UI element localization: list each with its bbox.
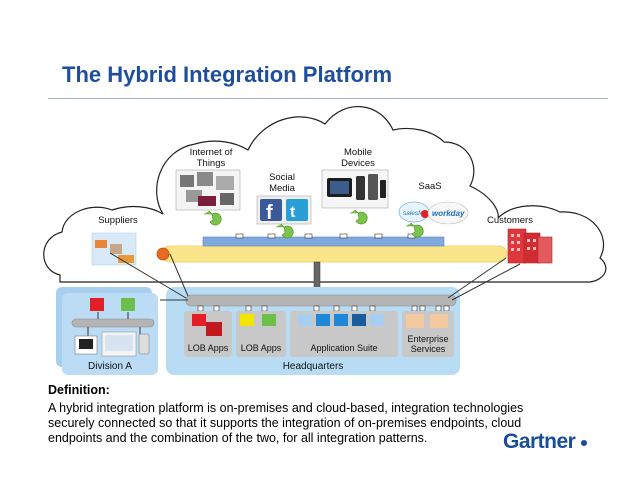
- cloud-integration-bus: [161, 245, 508, 263]
- customers-icon: [507, 228, 553, 264]
- social-label-line1: Social: [269, 172, 295, 183]
- definition-heading: Definition:: [48, 383, 110, 397]
- workday-logo-text: workday: [432, 209, 465, 218]
- cloud-service-bar: [202, 236, 445, 247]
- mobile-devices: [321, 169, 389, 209]
- lob2-green-node: [262, 314, 276, 326]
- lob-apps-label-2: LOB Apps: [240, 343, 282, 353]
- social-media-label: Social Media: [256, 172, 308, 194]
- gartner-logo: Gartner: [503, 430, 576, 453]
- lob1-red-node-a: [192, 314, 206, 326]
- sync-arrows-icons: [204, 209, 424, 239]
- svg-text:f: f: [266, 202, 273, 224]
- iot-label-line1: Internet of: [189, 147, 233, 158]
- suppliers-icon: [91, 232, 137, 266]
- suppliers-label: Suppliers: [98, 215, 138, 226]
- svg-text:t: t: [290, 204, 296, 221]
- iot-label: Internet of Things: [182, 147, 240, 169]
- saas-logos: salesforce workday: [398, 201, 469, 225]
- mobile-label-line1: Mobile: [344, 147, 372, 158]
- lob1-red-node-b: [206, 322, 222, 336]
- division-devices: [74, 331, 150, 357]
- cloud-bus-endpoint: [156, 247, 170, 261]
- mobile-devices-label: Mobile Devices: [332, 147, 384, 169]
- division-bus: [71, 318, 155, 328]
- social-media-logos: f t: [256, 195, 312, 225]
- iot-images: [175, 169, 241, 211]
- twitter-icon: [286, 199, 308, 221]
- lob-apps-label-1: LOB Apps: [187, 343, 229, 353]
- enterprise-label-line1: Enterprise: [407, 334, 449, 344]
- onprem-integration-bus: [185, 294, 457, 307]
- mobile-label-line2: Devices: [341, 158, 375, 169]
- saas-label: SaaS: [418, 181, 442, 192]
- social-label-line2: Media: [269, 183, 295, 194]
- enterprise-services-label: Enterprise Services: [402, 334, 454, 354]
- salesforce-logo-text: salesforce: [403, 210, 433, 217]
- gartner-logo-dot: [581, 440, 587, 446]
- connection-lines: [87, 252, 521, 336]
- division-a-label: Division A: [88, 361, 132, 372]
- lob2-yellow-node: [240, 314, 254, 326]
- page-title: The Hybrid Integration Platform: [62, 62, 393, 87]
- customers-label: Customers: [487, 215, 533, 226]
- facebook-icon: [260, 199, 282, 221]
- division-red-node: [90, 298, 104, 311]
- definition-body: A hybrid integration platform is on-prem…: [48, 401, 524, 445]
- division-green-node: [121, 298, 135, 311]
- application-suite-label: Application Suite: [310, 343, 378, 353]
- headquarters-label: Headquarters: [282, 361, 344, 372]
- iot-label-line2: Things: [196, 158, 226, 169]
- workday-icon: [427, 201, 469, 225]
- title-divider: [48, 98, 608, 99]
- enterprise-label-line2: Services: [410, 344, 446, 354]
